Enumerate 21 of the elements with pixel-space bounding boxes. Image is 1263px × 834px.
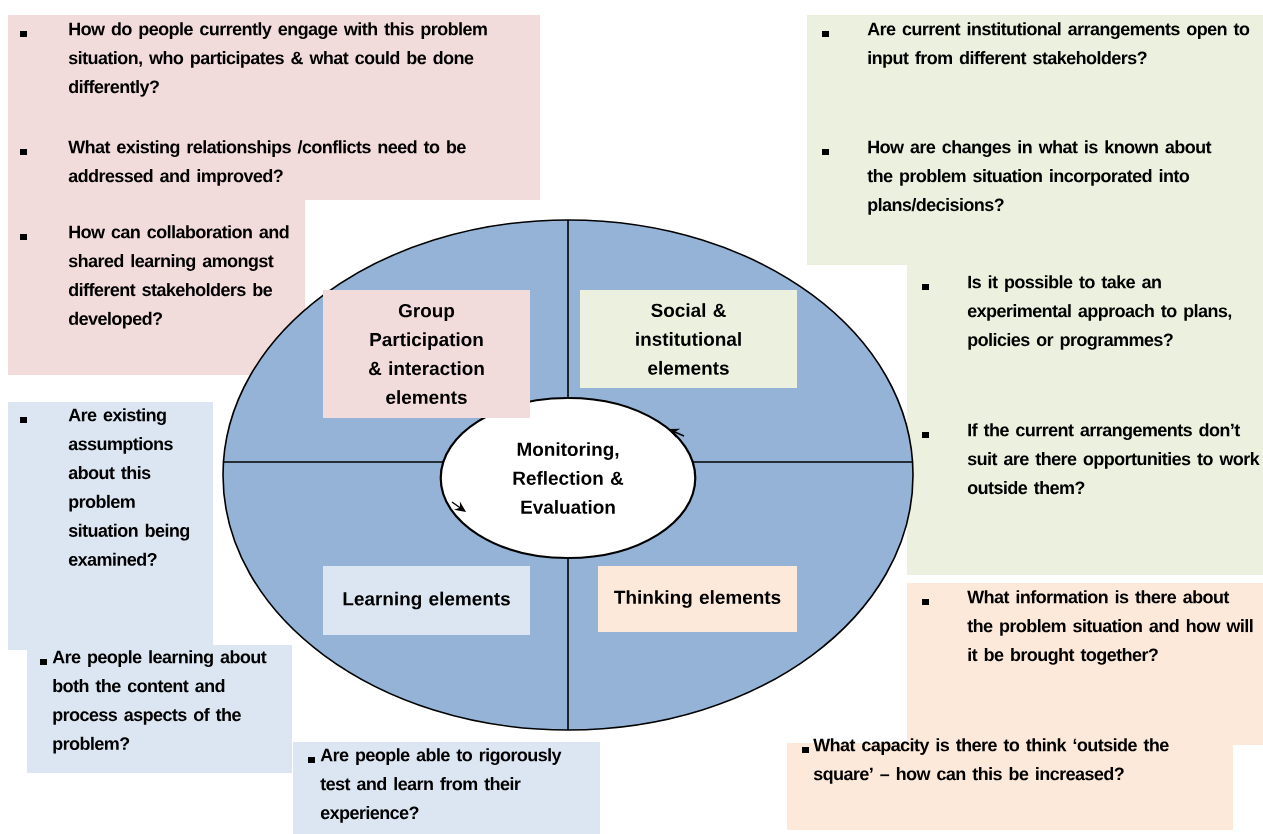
question-text: How do people currently engage with this problem situation, who participates & what could be done differently? — [68, 22, 487, 97]
label-box: Group Participation & interaction elements — [323, 290, 530, 418]
label-box: Learning elements — [323, 566, 530, 635]
question-text: Are existing assumptions about this problem situation being examined? — [68, 408, 190, 566]
question-text: Is it possible to take an experimental approach to plans, policies or programmes? — [967, 275, 1232, 350]
label-box: Social & institutional elements — [580, 290, 797, 388]
question-text: How are changes in what is known about the problem situation incorporated into plans/decisions? — [867, 140, 1212, 215]
question-text: If the current arrangements don’t suit are there opportunities to work outside them? — [967, 423, 1260, 495]
question-text: What capacity is there to think ‘outside the square’ – how can this be increased? — [813, 738, 1169, 784]
question-text: Are people learning about both the content and process aspects of the problem? — [52, 650, 267, 754]
question-text: What information is there about the problem situation and how will it be brought together? — [967, 590, 1253, 665]
question-panel — [293, 742, 600, 834]
question-panel — [8, 402, 213, 650]
question-panel — [787, 738, 1233, 830]
question-text: What existing relationships /conflicts need to be addressed and improved? — [68, 140, 466, 186]
question-text: How can collaboration and shared learning amongst different stakeholders be developed? — [68, 225, 289, 329]
question-text: Are current institutional arrangements open to input from different stakeholders? — [867, 22, 1250, 68]
question-panel — [807, 15, 1263, 575]
question-text: Are people able to rigorously test and learn from their experience? — [320, 748, 562, 823]
question-panel — [27, 645, 292, 773]
label-box: Thinking elements — [598, 566, 797, 632]
